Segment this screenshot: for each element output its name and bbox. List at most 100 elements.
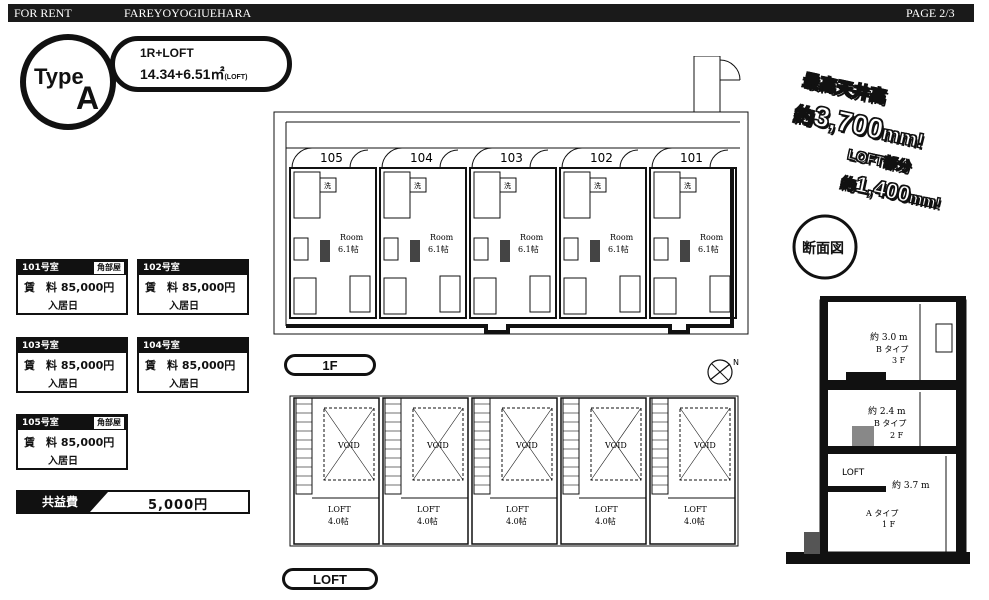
unit-1f-105: 105 洗 Room 6.1帖: [289, 147, 377, 319]
room-card-105: 105号室 角部屋 賃 料 85,000円 入居日: [16, 414, 128, 470]
void-label: VOID: [337, 441, 360, 450]
type-letter: A: [76, 80, 100, 116]
wash-label: 洗: [504, 181, 511, 190]
room-label: Room: [340, 233, 364, 242]
spec-layout: 1R+LOFT: [140, 46, 194, 60]
room-label: Room: [700, 233, 724, 242]
void-label: VOID: [693, 441, 716, 450]
header-bar: FOR RENT FAREYOYOGIUEHARA PAGE 2/3: [8, 4, 974, 22]
compass-icon: N: [707, 358, 739, 385]
spec-pill: [110, 36, 292, 92]
loft-label: LOFT: [417, 505, 440, 514]
section-low-height: 約 3.7 m: [892, 479, 930, 491]
move-in: 入居日: [48, 301, 78, 312]
unit-number: 104: [410, 151, 433, 165]
floor-1f-label: 1F: [284, 354, 376, 376]
loft-height: 約1,400mm!: [839, 171, 943, 214]
unit-loft-5: VOID LOFT 4.0帖: [649, 397, 736, 545]
room-number: 103号室: [18, 339, 126, 353]
loft-label: LOFT: [328, 505, 351, 514]
move-in: 入居日: [169, 301, 199, 312]
floor-plan-1f: 105 洗 Room 6.1帖 104 洗 Room 6.1帖 103 洗 Room 6.1帖 102 洗…: [273, 56, 749, 335]
header-property-name: FAREYOYOGIUEHARA: [124, 6, 252, 20]
header-page-number: PAGE 2/3: [906, 6, 955, 20]
common-fee: 共益費 5,000円: [16, 490, 250, 514]
section-drawing: 約 3.0 m B タイプ 3 F 約 2.4 m B タイプ 2 F LOFT…: [786, 296, 970, 564]
unit-number: 102: [590, 151, 613, 165]
floor-plan-loft: VOIDLOFT4.0帖VOIDLOFT4.0帖VOIDLOFT4.0帖VOID…: [289, 395, 739, 547]
void-label: VOID: [426, 441, 449, 450]
room-label: Room: [430, 233, 454, 242]
room-size: 6.1帖: [608, 244, 629, 254]
unit-1f-101: 101 洗 Room 6.1帖: [649, 147, 737, 319]
room-label: Room: [610, 233, 634, 242]
room-number: 104号室: [139, 339, 247, 353]
unit-number: 105: [320, 151, 343, 165]
room-number: 102号室: [139, 261, 247, 275]
move-in: 入居日: [48, 456, 78, 467]
loft-size: 4.0帖: [328, 516, 349, 526]
room-size: 6.1帖: [338, 244, 359, 254]
unit-cells-loft: VOIDLOFT4.0帖VOIDLOFT4.0帖VOIDLOFT4.0帖VOID…: [293, 397, 736, 545]
common-fee-value: 5,000円: [148, 498, 209, 513]
compass-north: N: [733, 358, 739, 367]
loft-size: 4.0帖: [506, 516, 527, 526]
floor-loft-label: LOFT: [282, 568, 378, 590]
section-label: 断面図: [802, 241, 844, 257]
wash-label: 洗: [414, 181, 421, 190]
corner-room-tag: 角部屋: [94, 417, 124, 429]
spec-area-note: (LOFT): [224, 74, 248, 81]
room-card-104: 104号室 賃 料 85,000円 入居日: [137, 337, 249, 393]
unit-number: 101: [680, 151, 703, 165]
loft-size: 4.0帖: [595, 516, 616, 526]
section-mid-height: 約 2.4 m: [868, 405, 906, 417]
wash-label: 洗: [324, 181, 331, 190]
loft-size: 4.0帖: [417, 516, 438, 526]
unit-loft-4: VOID LOFT 4.0帖: [560, 397, 647, 545]
unit-1f-102: 102 洗 Room 6.1帖: [559, 147, 647, 319]
unit-loft-3: VOID LOFT 4.0帖: [471, 397, 558, 545]
unit-number: 103: [500, 151, 523, 165]
void-label: VOID: [515, 441, 538, 450]
section-mid-floor: 2 F: [890, 431, 904, 440]
section-low-type: A タイプ: [865, 509, 898, 518]
room-size: 6.1帖: [518, 244, 539, 254]
unit-loft-2: VOID LOFT 4.0帖: [382, 397, 469, 545]
room-label: Room: [520, 233, 544, 242]
spec-area: 14.34+6.51㎡(LOFT): [140, 66, 248, 82]
section-loft: LOFT: [842, 468, 865, 478]
unit-1f-103: 103 洗 Room 6.1帖: [469, 147, 557, 319]
room-card-102: 102号室 賃 料 85,000円 入居日: [137, 259, 249, 315]
void-label: VOID: [604, 441, 627, 450]
wash-label: 洗: [594, 181, 601, 190]
section-top-type: B タイプ: [876, 345, 908, 354]
rent-price: 賃 料 85,000円: [24, 281, 115, 294]
loft-size: 4.0帖: [684, 516, 705, 526]
section-mid-type: B タイプ: [874, 419, 906, 428]
rent-price: 賃 料 85,000円: [24, 359, 115, 372]
unit-loft-1: VOID LOFT 4.0帖: [293, 397, 380, 545]
corner-room-tag: 角部屋: [94, 262, 124, 274]
type-badge: [20, 34, 116, 130]
room-size: 6.1帖: [428, 244, 449, 254]
unit-cells-1f: 105 洗 Room 6.1帖 104 洗 Room 6.1帖 103 洗 Room 6.1帖 102 洗…: [289, 147, 737, 319]
header-for-rent: FOR RENT: [14, 6, 72, 20]
rent-price: 賃 料 85,000円: [24, 436, 115, 449]
wash-label: 洗: [684, 181, 691, 190]
loft-label: LOFT: [506, 505, 529, 514]
room-size: 6.1帖: [698, 244, 719, 254]
section-low-floor: 1 F: [882, 520, 896, 529]
section-top-floor: 3 F: [892, 356, 906, 365]
unit-1f-104: 104 洗 Room 6.1帖: [379, 147, 467, 319]
section-label-circle: [792, 214, 858, 280]
move-in: 入居日: [48, 379, 78, 390]
type-word: Type: [34, 64, 84, 89]
room-card-103: 103号室 賃 料 85,000円 入居日: [16, 337, 128, 393]
rent-price: 賃 料 85,000円: [145, 281, 236, 294]
room-card-101: 101号室 角部屋 賃 料 85,000円 入居日: [16, 259, 128, 315]
loft-label: LOFT: [684, 505, 707, 514]
loft-label: LOFT: [595, 505, 618, 514]
rent-price: 賃 料 85,000円: [145, 359, 236, 372]
section-top-height: 約 3.0 m: [870, 331, 908, 343]
common-fee-label: 共益費: [18, 492, 108, 512]
